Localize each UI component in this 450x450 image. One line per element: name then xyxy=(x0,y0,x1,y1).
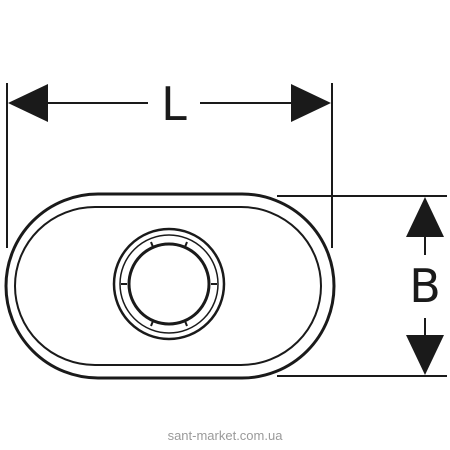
arrowhead-left-icon xyxy=(8,84,48,122)
tick-mark xyxy=(150,241,154,248)
dimension-label-width: L xyxy=(161,77,187,131)
fitting-tick-marks xyxy=(121,241,217,327)
fitting-inner-opening xyxy=(127,242,211,326)
tick-mark xyxy=(150,320,154,327)
fitting-outer-ring xyxy=(112,227,226,341)
arrowhead-down-icon xyxy=(406,335,444,375)
dimension-label-height: B xyxy=(409,259,441,313)
fitting-middle-ring xyxy=(119,234,219,334)
tick-mark xyxy=(184,320,188,327)
watermark-text: sant-market.com.ua xyxy=(167,428,283,443)
tick-mark xyxy=(184,241,188,248)
plate-inner-outline xyxy=(14,206,322,366)
arrowhead-right-icon xyxy=(291,84,331,122)
arrowhead-up-icon xyxy=(406,197,444,237)
plate-outer-outline xyxy=(4,192,336,380)
